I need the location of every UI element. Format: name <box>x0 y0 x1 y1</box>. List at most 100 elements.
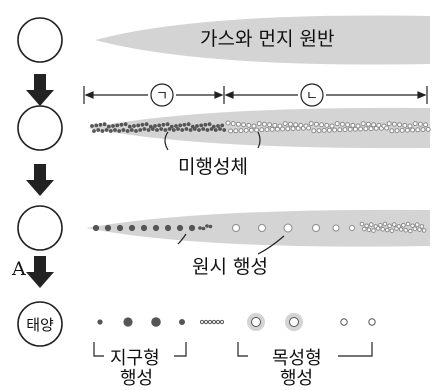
stage-circle-2 <box>17 105 63 151</box>
planetesimal-dot <box>355 123 361 129</box>
jovian-planet <box>289 317 299 327</box>
planetesimal-dot <box>90 124 94 128</box>
planetesimal-dot <box>102 122 107 127</box>
planetesimal-dot <box>360 121 366 127</box>
planetesimal-dot <box>180 128 185 132</box>
planetesimal-dot <box>199 123 204 128</box>
planetesimal-dots <box>90 120 431 134</box>
planetesimal-dot <box>368 126 374 132</box>
protoplanet-dot <box>128 224 136 232</box>
planetesimal-dot <box>125 129 130 133</box>
planetesimal-dot <box>117 129 122 133</box>
planetesimal-dot <box>188 128 193 132</box>
planetesimal-pointer <box>164 131 261 151</box>
planetesimal-dot <box>225 120 231 126</box>
protoplanet-dot <box>205 224 209 228</box>
protoplanet-dot <box>362 226 367 232</box>
asteroid-belt-dot <box>199 319 205 325</box>
planetesimal-dot <box>106 124 111 129</box>
planetesimal-dot <box>176 127 180 131</box>
planetesimal-dot <box>213 128 218 132</box>
protoplanet-pointer <box>177 233 285 255</box>
planetesimal-dot <box>192 127 197 131</box>
asteroid-belt-dot <box>215 319 221 325</box>
planetesimal-dot <box>287 121 293 127</box>
planetesimal-dot <box>285 126 291 132</box>
planetesimal-dot <box>269 126 275 132</box>
protoplanet-dot <box>408 228 413 234</box>
protoplanet-dot <box>401 222 406 228</box>
planetesimal-dot <box>329 123 335 129</box>
planetesimal-dot <box>241 122 247 128</box>
protoplanet-dot <box>378 222 383 228</box>
planetesimal-dot <box>267 122 273 128</box>
planetesimal-dot <box>197 128 201 132</box>
planetesimal-dot <box>261 121 267 127</box>
planetesimal-dot <box>182 122 187 127</box>
planetesimal-dot <box>104 128 109 132</box>
protoplanet-dot <box>312 224 320 232</box>
planet-venus <box>123 317 133 327</box>
planetesimal-dot <box>134 129 138 133</box>
gas-dust-disk <box>95 15 430 65</box>
planetesimal-dot <box>334 121 340 127</box>
planetesimal-dot <box>153 124 157 128</box>
planetesimal-dot <box>256 121 262 127</box>
region-b-marker <box>300 83 324 107</box>
planetesimal-dot <box>280 126 286 132</box>
planetesimal-dot <box>129 128 134 132</box>
planetesimal-dot <box>142 127 147 131</box>
planetesimal-dot <box>404 127 410 133</box>
planetesimal-dot <box>365 121 371 127</box>
protoplanet-dot <box>164 224 172 232</box>
planetesimal-dot <box>238 128 244 134</box>
protoplanet-dot <box>208 224 213 229</box>
planetesimal-dot <box>230 121 236 127</box>
protoplanet-dot <box>198 226 202 230</box>
planetesimal-dot <box>251 123 257 129</box>
planetesimal-dot <box>337 127 343 133</box>
stage-circle-3 <box>17 205 63 251</box>
protoplanet-dots <box>92 221 427 234</box>
planetesimal-dot <box>201 127 206 131</box>
group-brackets <box>93 342 373 357</box>
protoplanet-dot <box>364 223 369 229</box>
planetesimal-dot <box>423 122 429 128</box>
planetesimal-dot <box>136 123 141 128</box>
protoplanet-dot <box>116 224 124 232</box>
planet-neptune <box>368 318 376 326</box>
protoplanet-dot <box>375 226 381 231</box>
disk-label: 가스와 먼지 원반 <box>200 28 335 50</box>
stage-circle-1 <box>17 17 63 63</box>
protoplanet-dot <box>371 228 376 233</box>
planetesimal-label: 미행성체 <box>178 156 248 178</box>
planetesimal-dot <box>290 126 296 132</box>
planetesimal-dot <box>98 122 103 127</box>
planetesimal-dot <box>146 128 151 132</box>
protoplanet-dot <box>201 226 206 231</box>
protoplanet-dot <box>382 221 388 227</box>
protoplanet-dot <box>188 224 196 232</box>
planetesimal-dot <box>246 122 252 128</box>
planetesimal-dot <box>123 122 128 127</box>
planetesimal-dot <box>407 123 413 129</box>
planetesimal-dot <box>402 122 408 128</box>
protoplanet-dot <box>176 224 184 232</box>
asteroid-belt-dot <box>211 319 217 325</box>
planetesimal-dot <box>222 128 227 132</box>
region-a-marker <box>150 83 174 107</box>
protoplanet-dot <box>104 224 112 232</box>
terrestrial-label-line2: 행성 <box>120 368 154 389</box>
planetesimal-dot <box>209 127 214 131</box>
planetesimal-dot <box>277 123 283 129</box>
planetesimal-dot <box>150 127 155 131</box>
planetesimal-dot <box>169 124 174 129</box>
planetesimal-dot <box>186 122 191 127</box>
planetesimal-dot <box>371 122 377 128</box>
sun-circle <box>17 301 63 347</box>
asteroid-belt-dot <box>207 319 213 325</box>
planetesimal-dot <box>324 122 330 128</box>
down-arrow-icon <box>26 256 54 288</box>
planetesimal-dot <box>243 127 249 133</box>
planetesimal-dot <box>218 127 222 131</box>
